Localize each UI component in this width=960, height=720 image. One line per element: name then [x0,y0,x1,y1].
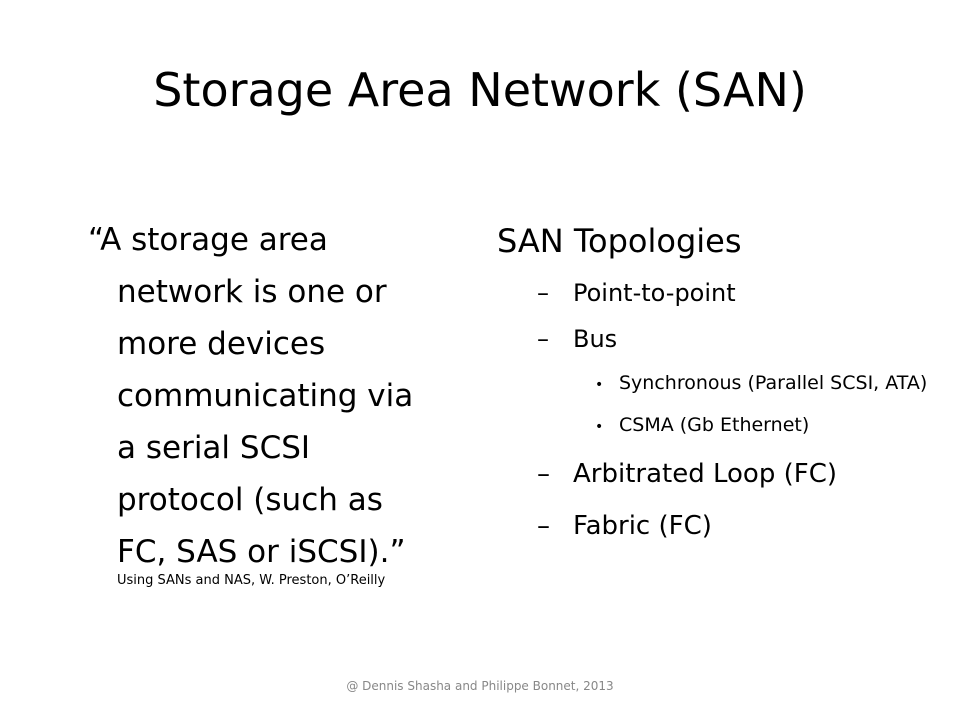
list-item-label: Arbitrated Loop (FC) [573,459,837,489]
sub-item-csma: • CSMA (Gb Ethernet) [497,410,937,442]
list-item-label: Bus [573,325,618,353]
bullet-icon: • [595,419,604,435]
sub-item-label: Synchronous (Parallel SCSI, ATA) [619,372,928,394]
slide-title: Storage Area Network (SAN) [153,63,807,117]
list-item-label: Point-to-point [573,279,736,307]
list-item-point-to-point: – Point-to-point [497,276,937,310]
bullet-icon: • [595,377,604,393]
list-item-label: Fabric (FC) [573,511,712,541]
sub-item-synchronous: • Synchronous (Parallel SCSI, ATA) [497,368,937,400]
dash-marker: – [537,325,549,353]
dash-marker: – [537,459,550,489]
dash-marker: – [537,511,550,541]
slide-footer: @ Dennis Shasha and Philippe Bonnet, 201… [346,679,614,693]
list-item-arbitrated-loop: – Arbitrated Loop (FC) [497,454,937,494]
topologies-block: SAN Topologies – Point-to-point – Bus • … [497,216,937,558]
quote-citation: Using SANs and NAS, W. Preston, O’Reilly [117,573,386,588]
sub-item-label: CSMA (Gb Ethernet) [619,414,810,436]
dash-marker: – [537,279,549,307]
list-item-fabric: – Fabric (FC) [497,506,937,546]
list-item-bus: – Bus [497,322,937,356]
topologies-heading: SAN Topologies [497,222,742,260]
